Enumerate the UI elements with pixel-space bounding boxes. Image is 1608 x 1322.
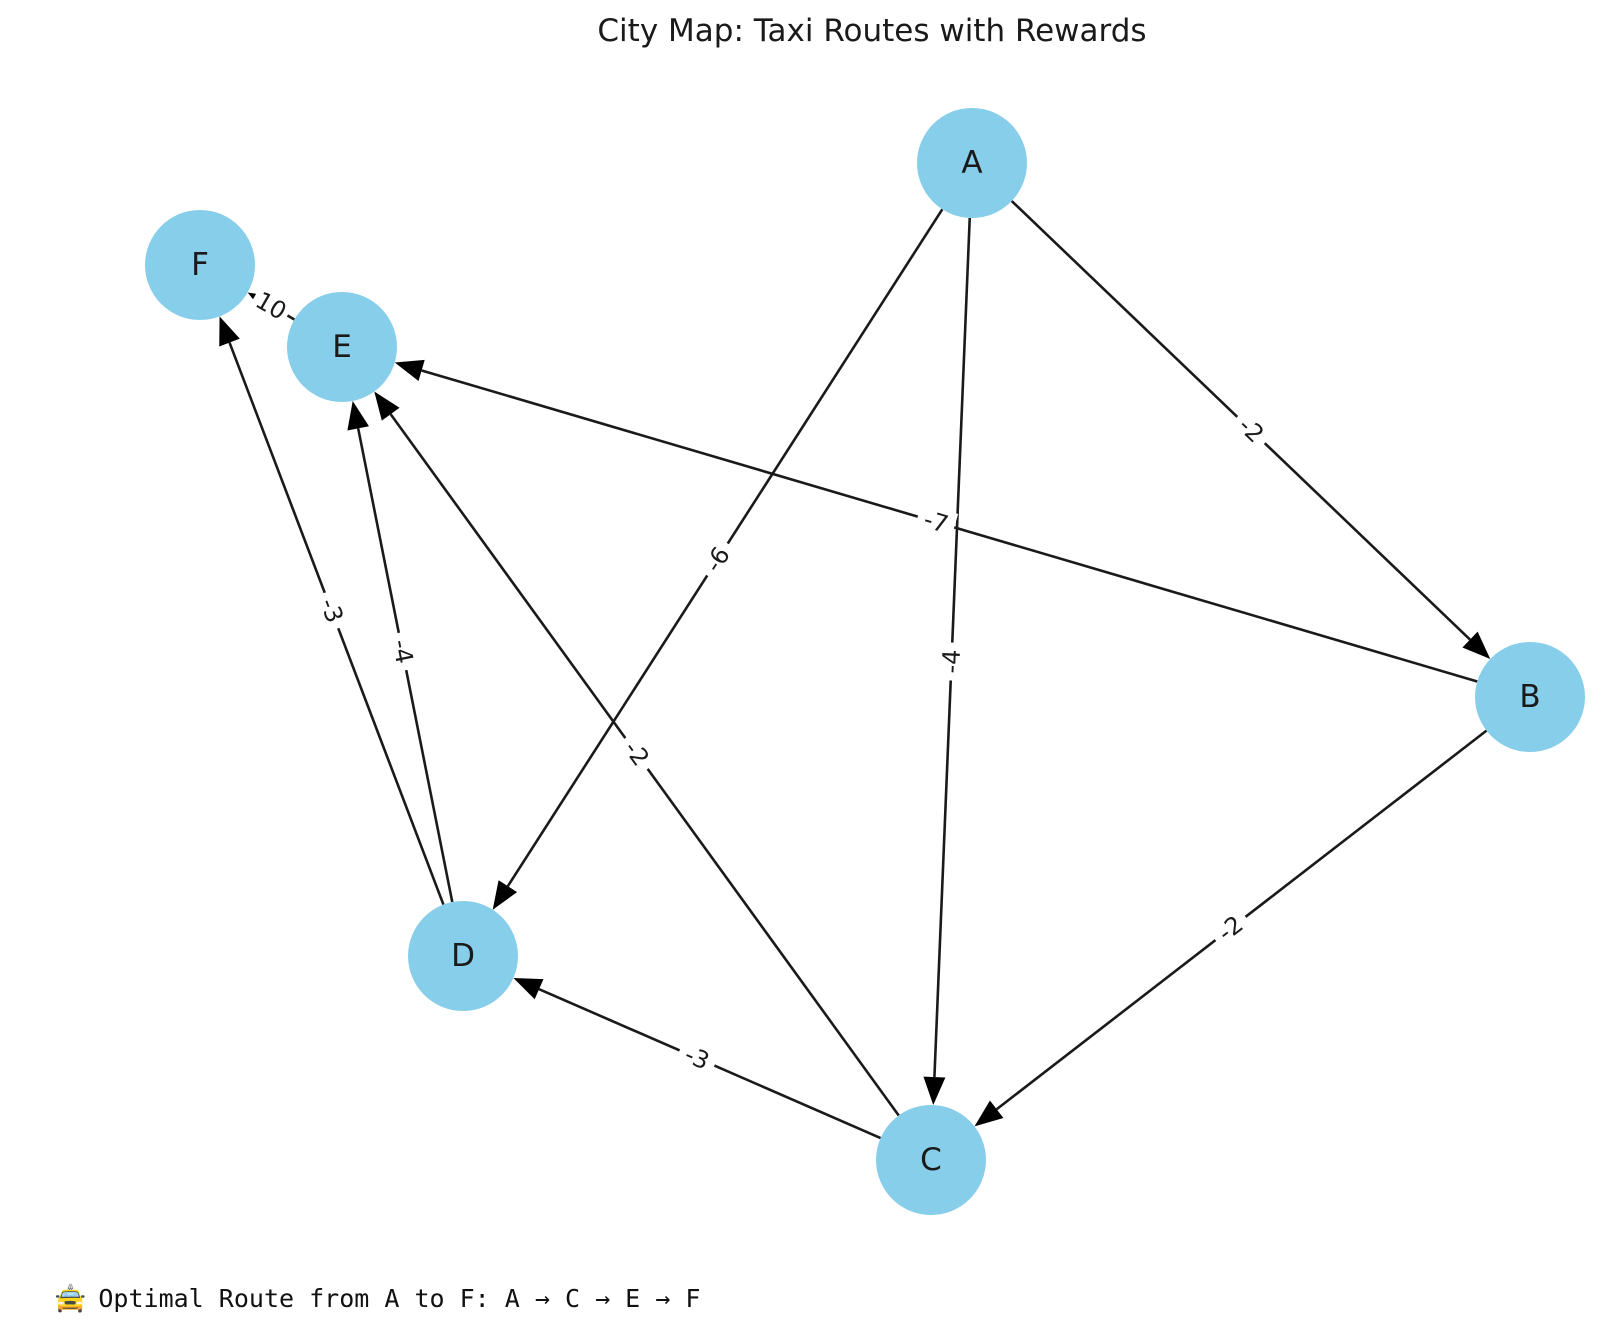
edge-d-f-label-group: -3 <box>311 587 352 634</box>
edge-b-c-arrowhead <box>974 1100 1004 1127</box>
edge-e-f-label: 10 <box>251 286 291 326</box>
edge-d-e-label-group: -4 <box>385 630 420 673</box>
node-a-circle <box>917 108 1027 218</box>
node-f-label: F <box>191 247 209 283</box>
edge-b-e-label-group: -7 <box>913 503 959 541</box>
edge-c-d-arrowhead <box>513 977 544 1000</box>
edge-b-e-label-background <box>913 503 959 541</box>
edge-d-e: -4 <box>347 400 454 903</box>
node-c-circle <box>876 1105 986 1215</box>
edge-a-b-arrowhead <box>1462 631 1491 659</box>
node-c-label: C <box>920 1142 942 1178</box>
edge-a-c-label-group: -4 <box>936 641 967 682</box>
edge-d-e-label: -4 <box>386 637 418 666</box>
edge-a-b-label-group: -2 <box>1227 406 1275 454</box>
edge-c-d: -3 <box>513 977 882 1140</box>
node-f-circle <box>145 210 255 320</box>
edge-a-c: -4 <box>923 217 972 1106</box>
optimal-route-summary: 🚖 Optimal Route from A to F: A → C → E → … <box>54 1284 700 1314</box>
edge-a-c-label: -4 <box>937 649 966 674</box>
edge-a-d-arrowhead <box>492 880 518 910</box>
edge-d-e-arrowhead <box>347 400 369 431</box>
edge-a-d-label-background <box>695 535 740 584</box>
edge-a-b: -2 <box>1010 200 1491 659</box>
node-a: A <box>917 108 1027 218</box>
edge-a-c-arrowhead <box>923 1076 946 1106</box>
node-f: F <box>145 210 255 320</box>
node-b-label: B <box>1519 679 1540 715</box>
edge-b-c-label-group: -2 <box>1206 905 1255 952</box>
edge-c-d-label-background <box>673 1037 721 1079</box>
node-e-circle <box>287 292 397 402</box>
node-a-label: A <box>961 145 982 181</box>
edge-e-f-label-background <box>247 284 295 328</box>
edge-d-f: -3 <box>219 316 445 906</box>
node-d: D <box>408 901 518 1011</box>
edge-b-e: -7 <box>394 359 1478 683</box>
edge-a-b-label-background <box>1227 406 1275 454</box>
edge-b-c: -2 <box>974 729 1488 1127</box>
node-d-label: D <box>451 938 475 974</box>
edge-a-d: -6 <box>492 208 944 910</box>
node-d-circle <box>408 901 518 1011</box>
diagram-title: City Map: Taxi Routes with Rewards <box>597 13 1146 49</box>
node-b: B <box>1475 642 1585 752</box>
edge-c-e-label-background <box>614 729 659 778</box>
edge-d-f-label-background <box>311 587 352 634</box>
edge-d-f-arrowhead <box>219 316 240 347</box>
nodes-layer: A B C D E F <box>145 108 1585 1215</box>
edge-e-f: 10 <box>247 284 296 328</box>
edge-a-d-label-group: -6 <box>695 535 740 584</box>
edges-layer: -2 -4 -6 -2 -7 -3 -2 -4 -3 10 <box>219 200 1491 1140</box>
node-e: E <box>287 292 397 402</box>
edge-c-e-arrowhead <box>374 391 400 421</box>
edge-d-e-label-background <box>385 630 420 673</box>
node-c: C <box>876 1105 986 1215</box>
edge-a-c-label-background <box>936 641 967 682</box>
edge-b-e-arrowhead <box>394 359 425 382</box>
graph-figure: City Map: Taxi Routes with Rewards -2-4-… <box>145 13 1585 1215</box>
node-b-circle <box>1475 642 1585 752</box>
edge-c-d-label-group: -3 <box>673 1037 721 1079</box>
taxi-icon: 🚖 <box>54 1284 87 1314</box>
optimal-route-text: Optimal Route from A to F: A → C → E → F <box>98 1284 701 1313</box>
node-e-label: E <box>332 329 352 365</box>
edge-b-c-label-background <box>1206 905 1255 952</box>
edge-e-f-label-group: 10 <box>247 284 295 328</box>
edge-c-e-label-group: -2 <box>614 729 659 778</box>
